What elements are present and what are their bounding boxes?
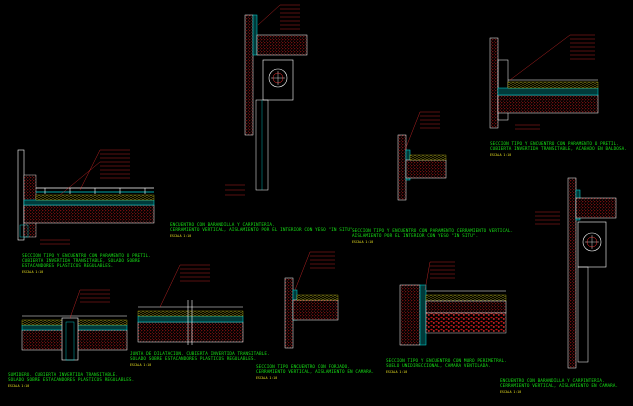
- detail-perimeter-wall: SECCION TIPO Y ENCUENTRO CON MURO PERIME…: [386, 261, 507, 374]
- caption-line: ENCUENTRO CON BARANDILLA Y CARPINTERIA.: [170, 222, 275, 228]
- scale-label: ESCALA 1:10: [22, 270, 43, 274]
- caption-line: SECCION TIPO Y ENCUENTRO CON PARAMENTO C…: [352, 228, 513, 234]
- scale-label: ESCALA 1:10: [130, 363, 151, 367]
- detail-roof-parapet-tile: SECCION TIPO Y ENCUENTRO CON PARAMENTO O…: [489, 34, 627, 157]
- caption-line: ESTACANDORES PLASTICOS REGULABLES.: [22, 263, 113, 269]
- detail-facade-window-1: ENCUENTRO CON BARANDILLA Y CARPINTERIA. …: [170, 4, 355, 238]
- scale-label: ESCALA 1:10: [170, 234, 191, 238]
- caption-line: SECCION TIPO Y ENCUENTRO CON PARAMENTO O…: [490, 141, 619, 147]
- scale-label: ESCALA 1:10: [352, 240, 373, 244]
- caption-line: CERRAMIENTO VERTICAL, AISLAMIENTO POR EL…: [170, 227, 355, 233]
- scale-label: ESCALA 1:10: [8, 384, 29, 388]
- scale-label: ESCALA 1:10: [256, 376, 277, 380]
- caption-line: CUBIERTA INVERTIDA TRANSITABLE, ACABADO …: [490, 146, 627, 152]
- detail-roof-parapet: SECCION TIPO Y ENCUENTRO CON PARAMENTO O…: [17, 149, 155, 274]
- scale-label: ESCALA 1:10: [500, 390, 521, 394]
- caption-line: CUBIERTA INVERTIDA TRANSITABLE, SOLADO S…: [22, 258, 141, 264]
- scale-label: ESCALA 1:10: [490, 153, 511, 157]
- detail-expansion-joint: JUNTA DE DILATACION. CUBIERTA INVERTIDA …: [130, 264, 270, 367]
- caption-line: SECCION TIPO ENCUENTRO CON FORJADO.: [256, 364, 350, 370]
- detail-facade-window-2: ENCUENTRO CON BARANDILLA Y CARPINTERIA. …: [500, 177, 618, 394]
- caption-line: JUNTA DE DILATACION. CUBIERTA INVERTIDA …: [130, 351, 270, 357]
- detail-drain: SUMIDERO. CUBIERTA INVERTIDA TRANSITABLE…: [8, 289, 134, 388]
- detail-wall-floor-slab: SECCION TIPO ENCUENTRO CON FORJADO. CERR…: [256, 251, 374, 380]
- caption-line: CERRAMIENTO VERTICAL, AISLAMIENTO EN CAM…: [500, 383, 618, 389]
- caption-line: CERRAMIENTO VERTICAL, AISLAMIENTO EN CAM…: [256, 369, 374, 375]
- caption-line: SUELO UNIDIRECCIONAL, CAMARA VENTILADA.: [386, 363, 491, 369]
- caption-line: ENCUENTRO CON BARANDILLA Y CARPINTERIA.: [500, 378, 605, 384]
- caption-line: SECCION TIPO Y ENCUENTRO CON PARAMENTO O…: [22, 253, 151, 259]
- caption-line: SOLADO SOBRE ESTACANDORES PLASTICOS REGU…: [8, 377, 134, 383]
- scale-label: ESCALA 1:10: [386, 370, 407, 374]
- detail-wall-slab: SECCION TIPO Y ENCUENTRO CON PARAMENTO C…: [352, 111, 513, 244]
- caption-line: SOLADO SOBRE ESTACANDORES PLASTICOS REGU…: [130, 356, 256, 362]
- caption-line: SUMIDERO. CUBIERTA INVERTIDA TRANSITABLE…: [8, 372, 118, 378]
- caption-line: SECCION TIPO Y ENCUENTRO CON MURO PERIME…: [386, 358, 507, 364]
- caption-line: AISLAMIENTO POR EL INTERIOR CON YESO "IN…: [352, 233, 478, 239]
